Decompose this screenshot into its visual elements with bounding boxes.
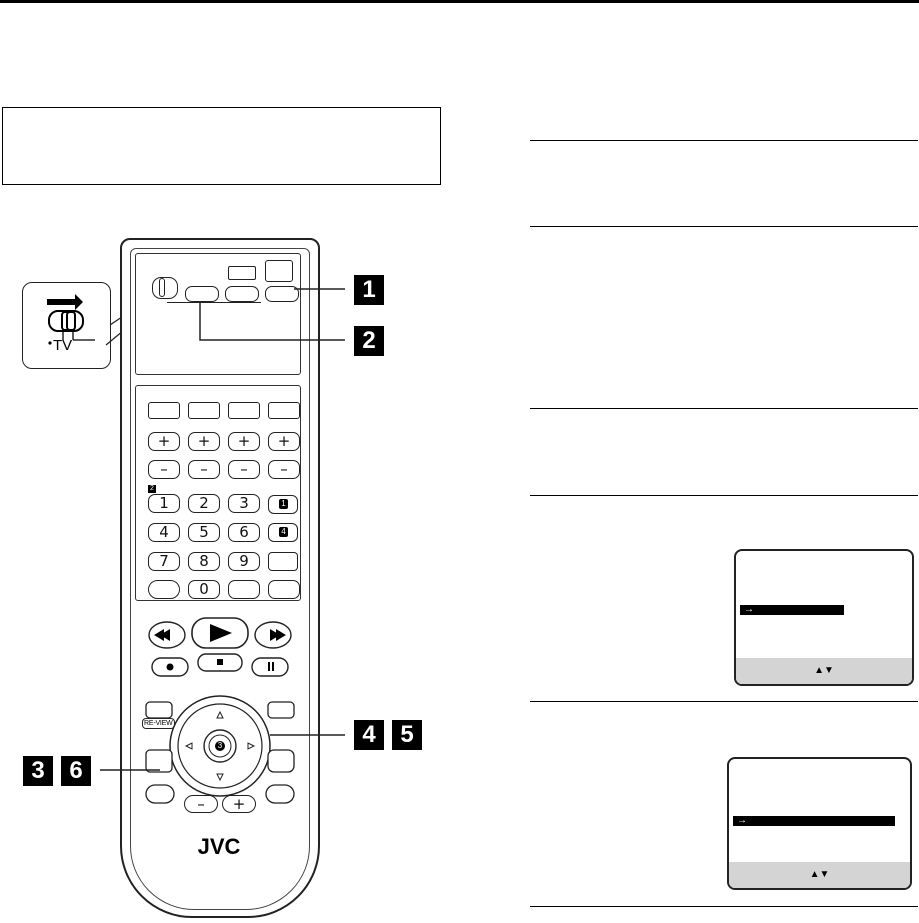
brand-logo: JVC [197, 834, 241, 859]
minus-button[interactable]: – [148, 460, 180, 479]
number-key-2[interactable]: 2 [188, 494, 220, 513]
remote-top-panel [135, 253, 301, 375]
minus-button[interactable]: – [228, 460, 260, 479]
switch-inset: TV [22, 282, 111, 369]
func-button-1[interactable] [148, 402, 180, 419]
number-key-1[interactable]: 1 [148, 494, 180, 513]
review-label: RE-VIEW [142, 718, 175, 729]
step-callout-5: 5 [392, 720, 422, 750]
func-button-4[interactable] [268, 402, 300, 419]
step-callout-6: 6 [61, 756, 91, 786]
power-button[interactable] [265, 260, 293, 282]
step-divider [530, 226, 918, 227]
bottom-left-button[interactable] [148, 580, 180, 599]
note-box [2, 107, 441, 185]
top-small-button[interactable] [228, 266, 256, 280]
menu-highlight-bar: → [733, 816, 895, 826]
minus-button[interactable]: – [268, 460, 300, 479]
step-divider [530, 906, 918, 907]
step-divider [530, 408, 918, 409]
menu-footer-arrows: ▲▼ [736, 658, 912, 684]
step-divider [530, 495, 918, 496]
step-callout-1: 1 [354, 275, 384, 305]
ok-badge: 3 [215, 741, 225, 751]
step-callout-3: 3 [23, 756, 53, 786]
switch-arrow-icon [47, 294, 95, 345]
minus-button[interactable]: – [188, 460, 220, 479]
top-button-c[interactable] [265, 286, 299, 302]
bottom-right-button[interactable] [268, 580, 300, 599]
remote-inner-outline [130, 248, 310, 910]
badge-4: 4 [279, 527, 288, 537]
badge-2: 2 [148, 485, 156, 493]
volume-minus-button[interactable]: – [184, 795, 218, 813]
top-button-b[interactable] [225, 286, 259, 302]
step-callout-2: 2 [354, 326, 384, 356]
top-button-a[interactable] [185, 286, 219, 302]
menu-footer-arrows: ▲▼ [729, 862, 910, 888]
menu-screen-1: → ▲▼ [734, 549, 914, 686]
number-key-3[interactable]: 3 [228, 494, 260, 513]
remote-mid-panel [135, 385, 301, 601]
number-key-6[interactable]: 6 [228, 523, 260, 542]
number-key-7[interactable]: 7 [148, 552, 180, 571]
number-key-9[interactable]: 9 [228, 552, 260, 571]
top-rule [0, 0, 919, 3]
plus-button[interactable]: + [268, 432, 300, 451]
badge-1: 1 [279, 499, 288, 509]
step-divider [530, 140, 918, 141]
number-key-5[interactable]: 5 [188, 523, 220, 542]
plus-button[interactable]: + [188, 432, 220, 451]
tv-vcr-switch[interactable] [152, 277, 178, 299]
step-divider [530, 701, 918, 702]
func-button-3[interactable] [228, 402, 260, 419]
side-button-3[interactable] [268, 552, 298, 571]
number-key-4[interactable]: 4 [148, 523, 180, 542]
volume-plus-button[interactable]: + [222, 795, 256, 813]
number-key-0[interactable]: 0 [188, 580, 220, 599]
func-button-2[interactable] [188, 402, 220, 419]
bottom-mid-button[interactable] [228, 580, 260, 599]
switch-tv-label: TV [53, 337, 73, 354]
step-callout-4: 4 [354, 720, 384, 750]
menu-highlight-bar: → [740, 605, 844, 615]
top-bracket [167, 302, 261, 303]
menu-screen-2: → ▲▼ [727, 757, 912, 890]
plus-button[interactable]: + [228, 432, 260, 451]
remote-control: + + + + – – – – 2 1 2 3 4 5 6 7 8 9 0 1 … [120, 238, 320, 918]
plus-button[interactable]: + [148, 432, 180, 451]
number-key-8[interactable]: 8 [188, 552, 220, 571]
